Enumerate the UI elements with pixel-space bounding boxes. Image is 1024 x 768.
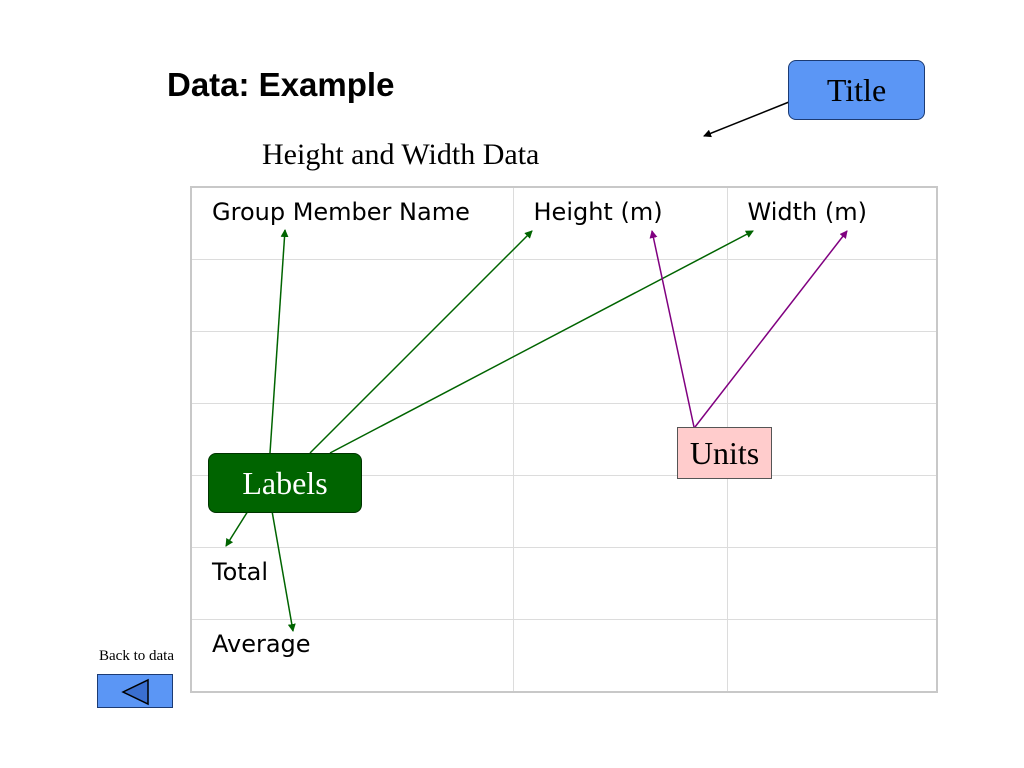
table-cell bbox=[726, 331, 938, 404]
table-cell bbox=[726, 259, 938, 332]
table-caption: Height and Width Data bbox=[262, 138, 540, 171]
row-label bbox=[212, 332, 513, 342]
table-cell bbox=[726, 619, 938, 693]
row-label-total: Total bbox=[212, 558, 269, 586]
table-cell: Total bbox=[190, 547, 514, 620]
back-to-data-label: Back to data bbox=[99, 648, 174, 664]
table-row bbox=[190, 331, 938, 404]
table-cell bbox=[190, 331, 514, 404]
table-cell bbox=[190, 259, 514, 332]
table-cell bbox=[512, 331, 728, 404]
header-width: Width (m) bbox=[747, 198, 867, 226]
slide-title: Data: Example bbox=[167, 66, 395, 103]
row-label bbox=[212, 260, 513, 270]
table-cell bbox=[512, 619, 728, 693]
table-cell bbox=[512, 547, 728, 620]
back-to-data-button[interactable] bbox=[97, 674, 173, 708]
table-header-row: Group Member Name Height (m) Width (m) bbox=[190, 186, 938, 260]
header-height: Height (m) bbox=[533, 198, 663, 226]
title-callout: Title bbox=[788, 60, 925, 120]
row-label bbox=[212, 404, 513, 414]
labels-callout: Labels bbox=[208, 453, 362, 513]
table-header-cell: Width (m) bbox=[726, 186, 938, 260]
table-cell: Average bbox=[190, 619, 514, 693]
units-callout: Units bbox=[677, 427, 772, 479]
table-cell bbox=[726, 547, 938, 620]
triangle-left-icon bbox=[121, 678, 149, 706]
data-table: Group Member Name Height (m) Width (m) T… bbox=[190, 186, 938, 693]
table-header-cell: Height (m) bbox=[512, 186, 728, 260]
table-header-cell: Group Member Name bbox=[190, 186, 514, 260]
title-arrow bbox=[703, 101, 790, 138]
row-label-average: Average bbox=[212, 630, 311, 658]
table-row bbox=[190, 259, 938, 332]
table-row-total: Total bbox=[190, 547, 938, 620]
table-cell bbox=[726, 475, 938, 548]
table-row-average: Average bbox=[190, 619, 938, 693]
table-cell bbox=[512, 259, 728, 332]
table-cell bbox=[512, 475, 728, 548]
header-group-member-name: Group Member Name bbox=[212, 198, 470, 226]
